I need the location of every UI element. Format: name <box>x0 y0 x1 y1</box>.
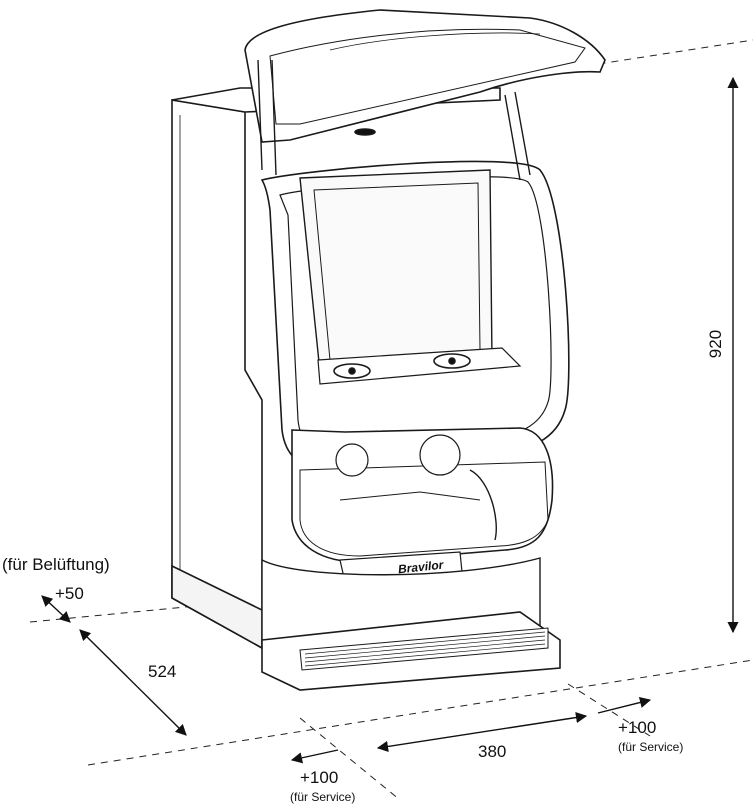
height-label: 920 <box>706 329 726 359</box>
ventilation-label: (für Belüftung) <box>2 555 110 574</box>
width-arrow <box>376 711 588 753</box>
service-arrow-right <box>597 697 652 714</box>
vent-arrow <box>41 595 71 623</box>
depth-arrow <box>79 629 187 736</box>
service-label-left: (für Service) <box>290 790 356 804</box>
service-clearance-right: +100 <box>618 718 657 737</box>
service-arrow-left <box>290 749 339 764</box>
dimension-arrows <box>41 76 739 764</box>
service-label-right: (für Service) <box>618 740 684 754</box>
service-clearance-left: +100 <box>300 768 339 787</box>
coffee-machine <box>171 9 606 691</box>
depth-label: 524 <box>148 662 177 681</box>
width-label: 380 <box>478 742 507 761</box>
ventilation-clearance: +50 <box>55 584 84 603</box>
